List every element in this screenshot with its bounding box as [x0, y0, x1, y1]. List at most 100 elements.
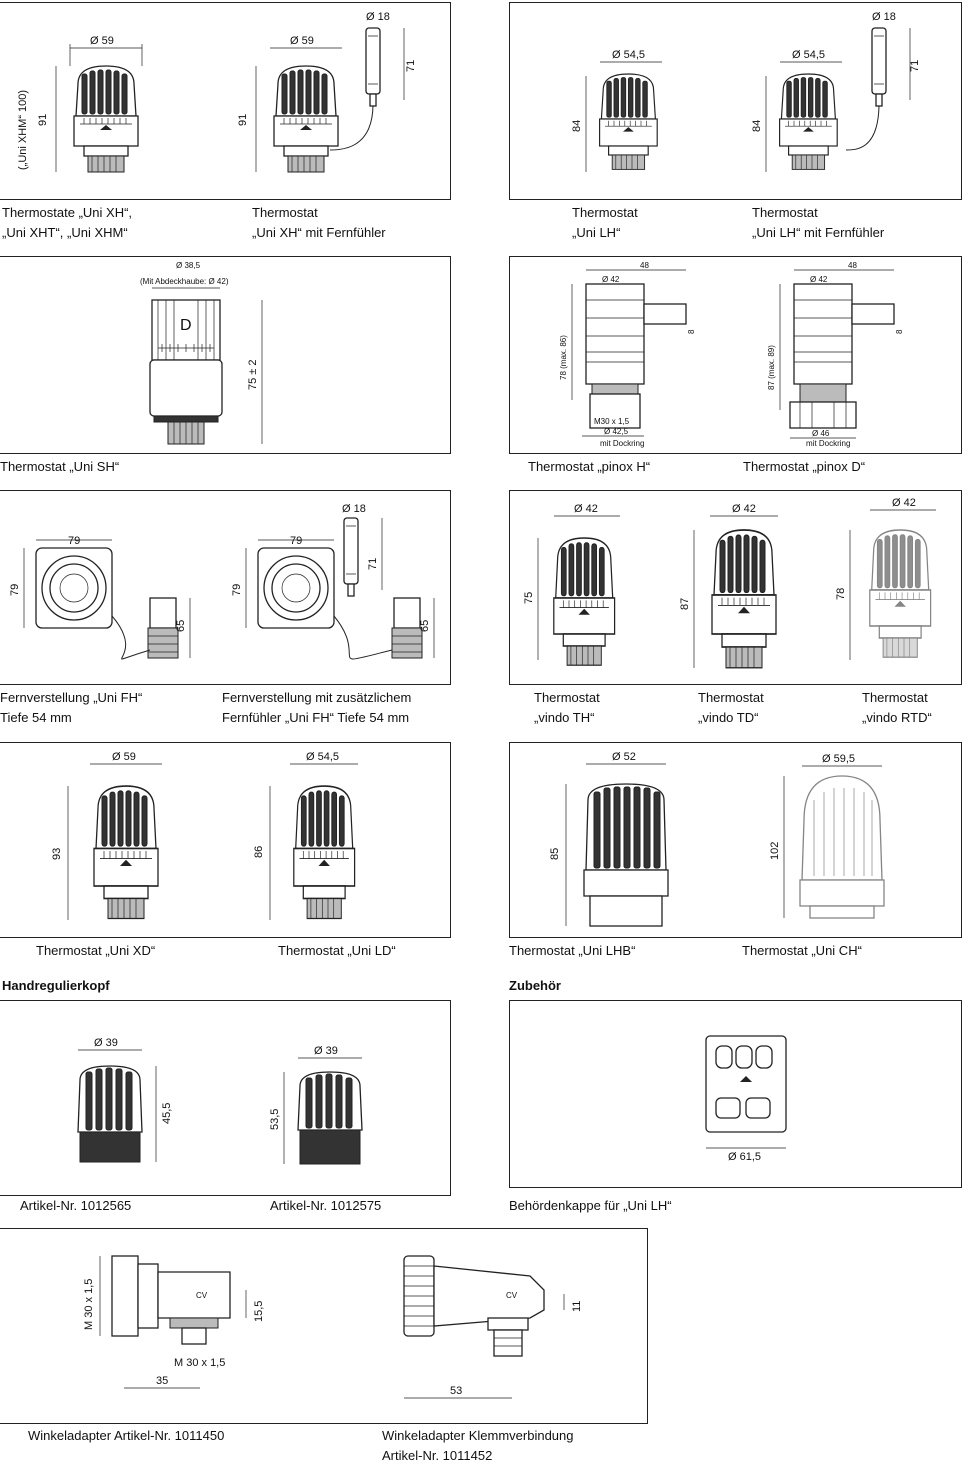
uni-fh-sensor: 65 — [175, 620, 187, 632]
vindo-rtd-diameter: Ø 42 — [892, 497, 916, 509]
hand-1-diameter: Ø 39 — [94, 1037, 118, 1049]
caption-uni-sh: Thermostat „Uni SH“ — [0, 459, 120, 474]
pinox-d-height: 87 (max. 89) — [767, 345, 776, 390]
uni-ch-height: 102 — [769, 842, 781, 860]
uni-xh-height: 91 — [37, 114, 49, 126]
uni-xh-side: („Uni XHM“ 100) — [17, 90, 29, 170]
handregulierkopf-drawing: Ø 39 45,5 Ø 39 53,5 — [77, 1037, 363, 1165]
uni-fh-f-width: 79 — [290, 535, 302, 547]
caption-uni-ld: Thermostat „Uni LD“ — [278, 943, 396, 958]
uni-lh-height: 84 — [571, 120, 583, 132]
uni-lhb-height: 85 — [549, 848, 561, 860]
vindo-drawing: Ø 42 75 Ø 42 87 Ø 42 78 — [523, 497, 936, 669]
pinox-d-bottom-note: mit Dockring — [806, 439, 850, 448]
winkel-1-thread-side: M 30 x 1,5 — [83, 1279, 95, 1330]
uni-ld-diameter: Ø 54,5 — [306, 751, 339, 763]
uni-lh-f-diameter: Ø 54,5 — [792, 49, 825, 61]
caption-uni-xd: Thermostat „Uni XD“ — [36, 943, 156, 958]
hand-2-diameter: Ø 39 — [314, 1045, 338, 1057]
vindo-td-diameter: Ø 42 — [732, 503, 756, 515]
pinox-h-side: 8 — [687, 329, 696, 334]
panel-uni-xd-ld — [0, 742, 451, 938]
pinox-d-diameter: Ø 42 — [810, 275, 828, 284]
caption-vindo-th: Thermostat„vindo TH“ — [534, 690, 600, 725]
caption-pinox-d: Thermostat „pinox D“ — [743, 459, 866, 474]
winkel-2-width: 53 — [450, 1385, 462, 1397]
caption-uni-xh: Thermostate „Uni XH“,„Uni XHT“, „Uni XHM… — [2, 205, 133, 240]
caption-uni-lh-fernfuehler: Thermostat„Uni LH“ mit Fernfühler — [752, 205, 885, 240]
uni-fh-drawing: 79 79 65 79 79 Ø 18 71 65 — [9, 503, 435, 660]
vindo-th-height: 75 — [523, 592, 535, 604]
behoerdenkappe-diameter: Ø 61,5 — [728, 1151, 761, 1163]
caption-uni-xh-fernfuehler: Thermostat„Uni XH“ mit Fernfühler — [252, 205, 386, 240]
section-heading-handregulierkopf: Handregulierkopf — [2, 978, 110, 993]
pinox-h-bottom: Ø 42,5 — [604, 427, 629, 436]
vindo-td-height: 87 — [679, 598, 691, 610]
uni-xh-f-height: 91 — [237, 114, 249, 126]
caption-behoerdenkappe: Behördenkappe für „Uni LH“ — [509, 1198, 672, 1213]
uni-sh-note: (Mit Abdeckhaube: Ø 42) — [140, 277, 229, 286]
pinox-d-width: 48 — [848, 261, 857, 270]
winkel-2-label: CV — [506, 1291, 518, 1300]
uni-sh-height: 75 ± 2 — [247, 359, 259, 390]
vindo-rtd-height: 78 — [835, 588, 847, 600]
caption-pinox-h: Thermostat „pinox H“ — [528, 459, 651, 474]
uni-xd-height: 93 — [51, 848, 63, 860]
caption-uni-lh: Thermostat„Uni LH“ — [572, 205, 638, 240]
panel-uni-sh — [0, 256, 451, 454]
uni-fh-width: 79 — [68, 535, 80, 547]
uni-fh-height: 79 — [9, 584, 21, 596]
pinox-h-thread: M30 x 1,5 — [594, 417, 630, 426]
uni-xh-diameter: Ø 59 — [90, 35, 114, 47]
uni-lh-f-height: 84 — [751, 120, 763, 132]
pinox-d-bottom: Ø 46 — [812, 429, 830, 438]
panel-pinox — [509, 256, 962, 454]
caption-uni-fh: Fernverstellung „Uni FH“Tiefe 54 mm — [0, 690, 143, 725]
panel-winkeladapter — [0, 1228, 648, 1424]
caption-vindo-td: Thermostat„vindo TD“ — [698, 690, 764, 725]
uni-sh-drawing: D Ø 38,5 (Mit Abdeckhaube: Ø 42) 75 ± 2 — [140, 261, 263, 445]
caption-artikel-1012575: Artikel-Nr. 1012575 — [270, 1198, 382, 1213]
pinox-drawing: 48 Ø 42 8 78 (max. 86) M30 x 1,5 Ø 42,5 … — [559, 261, 904, 448]
uni-ch-diameter: Ø 59,5 — [822, 753, 855, 765]
caption-uni-lhb: Thermostat „Uni LHB“ — [509, 943, 636, 958]
pinox-h-bottom-note: mit Dockring — [600, 439, 644, 448]
uni-xd-ld-drawing: Ø 59 93 Ø 54,5 86 — [51, 751, 358, 920]
uni-lhb-ch-drawing: Ø 52 85 Ø 59,5 102 — [549, 751, 885, 927]
pinox-h-diameter: Ø 42 — [602, 275, 620, 284]
caption-winkeladapter-1011450: Winkeladapter Artikel-Nr. 1011450 — [28, 1428, 225, 1443]
uni-xh-f-diameter: Ø 59 — [290, 35, 314, 47]
behoerdenkappe-drawing: Ø 61,5 — [705, 1035, 787, 1163]
uni-lh-f-sensor-diameter: Ø 18 — [872, 11, 896, 23]
caption-vindo-rtd: Thermostat„vindo RTD“ — [862, 690, 932, 725]
caption-artikel-1012565: Artikel-Nr. 1012565 — [20, 1198, 132, 1213]
uni-lhb-diameter: Ø 52 — [612, 751, 636, 763]
winkel-1-width: 35 — [156, 1375, 168, 1387]
winkel-1-height: 15,5 — [253, 1301, 265, 1322]
winkel-1-thread-bottom: M 30 x 1,5 — [174, 1357, 225, 1369]
winkel-1-label: CV — [196, 1291, 208, 1300]
uni-fh-f-sensor-height: 71 — [367, 558, 379, 570]
uni-ld-height: 86 — [253, 846, 265, 858]
caption-uni-ch: Thermostat „Uni CH“ — [742, 943, 862, 958]
uni-lh-f-sensor-height: 71 — [909, 60, 921, 72]
uni-xh-drawing: Ø 59 91 („Uni XHM“ 100) Ø 59 91 Ø 18 71 — [17, 11, 417, 173]
uni-fh-f-sensor-diameter: Ø 18 — [342, 503, 366, 515]
panel-uni-lhb-ch — [509, 742, 962, 938]
section-heading-zubehoer: Zubehör — [509, 978, 561, 993]
panel-handregulierkopf — [0, 1000, 451, 1196]
uni-xd-diameter: Ø 59 — [112, 751, 136, 763]
hand-2-height: 53,5 — [269, 1109, 281, 1130]
uni-fh-f-sensor: 65 — [419, 620, 431, 632]
uni-sh-diameter: Ø 38,5 — [176, 261, 201, 270]
svg-text:D: D — [180, 317, 192, 334]
uni-lh-diameter: Ø 54,5 — [612, 49, 645, 61]
uni-lh-drawing: Ø 54,5 84 Ø 54,5 84 Ø 18 71 — [571, 11, 921, 172]
winkeladapter-drawing: CV M 30 x 1,5 15,5 M 30 x 1,5 35 CV 11 5… — [83, 1255, 583, 1399]
uni-xh-f-sensor-height: 71 — [405, 60, 417, 72]
vindo-th-diameter: Ø 42 — [574, 503, 598, 515]
pinox-h-width: 48 — [640, 261, 649, 270]
